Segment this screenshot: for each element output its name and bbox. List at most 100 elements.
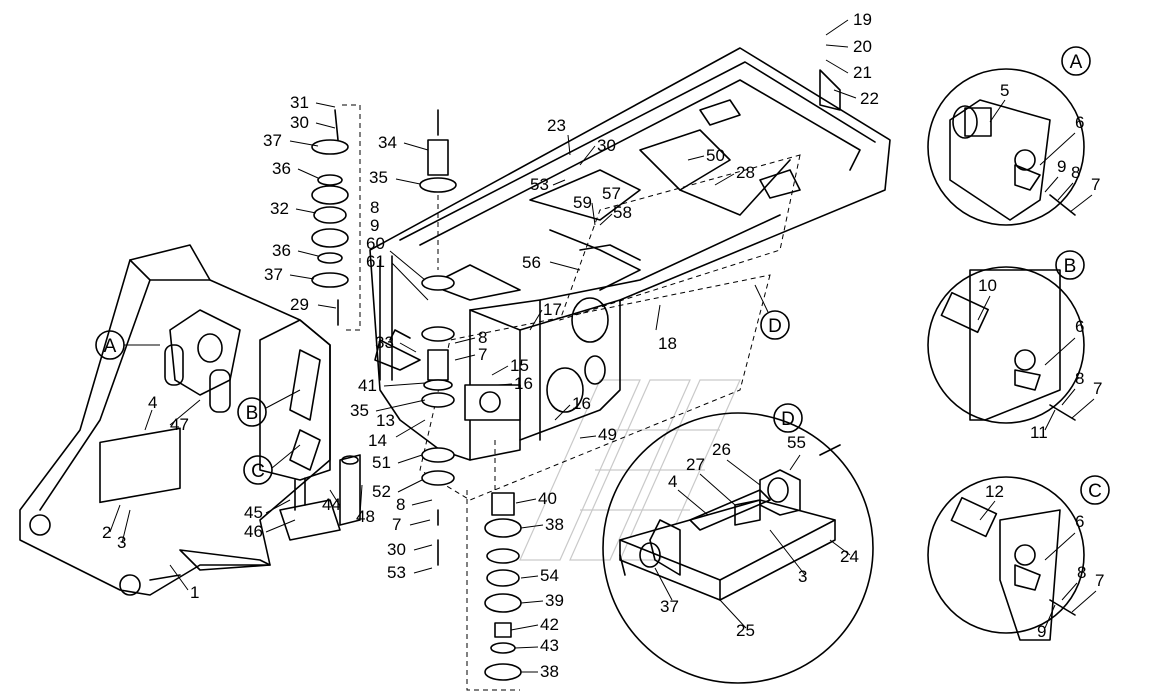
svg-text:59: 59 (573, 193, 592, 212)
svg-text:51: 51 (372, 453, 391, 472)
lower-bracket (279, 454, 361, 541)
svg-text:8: 8 (478, 328, 487, 347)
svg-text:34: 34 (378, 133, 397, 152)
svg-text:C: C (251, 461, 265, 482)
svg-text:19: 19 (853, 10, 872, 29)
callout-d-main: D (754, 284, 790, 340)
callout-b-detail: B (1055, 250, 1085, 280)
svg-text:6: 6 (1075, 512, 1084, 531)
svg-text:54: 54 (540, 566, 559, 585)
svg-text:7: 7 (1095, 571, 1104, 590)
svg-text:32: 32 (270, 199, 289, 218)
detail-d-labels: 4 27 26 55 3 24 37 25 (654, 433, 859, 640)
svg-text:5: 5 (1000, 81, 1009, 100)
right-bearing-stack (466, 440, 522, 691)
svg-text:20: 20 (853, 37, 872, 56)
svg-text:8: 8 (1077, 563, 1086, 582)
svg-text:21: 21 (853, 63, 872, 82)
svg-text:6: 6 (1075, 113, 1084, 132)
detail-circle-a (927, 68, 1085, 226)
svg-text:25: 25 (736, 621, 755, 640)
svg-text:44: 44 (322, 495, 341, 514)
svg-text:48: 48 (356, 507, 375, 526)
svg-text:45: 45 (244, 503, 263, 522)
svg-text:35: 35 (369, 168, 388, 187)
svg-text:37: 37 (660, 597, 679, 616)
svg-text:23: 23 (547, 116, 566, 135)
svg-text:2: 2 (102, 523, 111, 542)
svg-text:30: 30 (387, 540, 406, 559)
svg-text:8: 8 (370, 198, 379, 217)
svg-text:33: 33 (375, 333, 394, 352)
main-frame (369, 47, 891, 461)
center-joint (374, 329, 521, 421)
svg-text:41: 41 (358, 376, 377, 395)
svg-text:24: 24 (840, 547, 859, 566)
svg-text:12: 12 (985, 482, 1004, 501)
svg-text:B: B (246, 403, 259, 424)
svg-text:53: 53 (530, 175, 549, 194)
svg-text:8: 8 (396, 495, 405, 514)
svg-text:31: 31 (290, 93, 309, 112)
svg-text:6: 6 (1075, 317, 1084, 336)
callout-b-main: B (237, 389, 301, 427)
svg-text:1: 1 (190, 583, 199, 602)
svg-text:15: 15 (510, 356, 529, 375)
svg-text:18: 18 (658, 334, 677, 353)
detail-circle-c (927, 476, 1085, 641)
detail-circle-b (927, 266, 1085, 424)
svg-text:35: 35 (350, 401, 369, 420)
callout-a-main: A (95, 330, 160, 360)
svg-text:57: 57 (602, 184, 621, 203)
svg-text:3: 3 (798, 567, 807, 586)
svg-text:27: 27 (686, 455, 705, 474)
svg-text:53: 53 (387, 563, 406, 582)
svg-text:30: 30 (290, 113, 309, 132)
svg-text:D: D (768, 316, 782, 337)
svg-text:60: 60 (366, 234, 385, 253)
svg-text:22: 22 (860, 89, 879, 108)
svg-text:16: 16 (572, 394, 591, 413)
svg-text:39: 39 (545, 591, 564, 610)
svg-text:9: 9 (1057, 157, 1066, 176)
svg-text:7: 7 (478, 345, 487, 364)
boom-arm (19, 244, 331, 596)
svg-text:C: C (1088, 481, 1102, 502)
svg-text:7: 7 (392, 515, 401, 534)
svg-text:38: 38 (545, 515, 564, 534)
svg-text:16: 16 (514, 374, 533, 393)
svg-text:B: B (1064, 256, 1077, 277)
detail-d-outline-upper (559, 154, 801, 321)
svg-text:36: 36 (272, 159, 291, 178)
svg-text:D: D (781, 409, 795, 430)
svg-text:43: 43 (540, 636, 559, 655)
svg-text:58: 58 (613, 203, 632, 222)
leader-lines (109, 19, 857, 673)
svg-text:26: 26 (712, 440, 731, 459)
svg-text:10: 10 (978, 276, 997, 295)
svg-text:42: 42 (540, 615, 559, 634)
detail-c-labels: 12 6 8 7 9 (979, 482, 1104, 641)
svg-text:13: 13 (376, 411, 395, 430)
callout-c-main: C (243, 444, 301, 485)
svg-text:37: 37 (263, 131, 282, 150)
svg-text:30: 30 (597, 136, 616, 155)
detail-b-labels: 10 6 8 7 11 (977, 276, 1102, 442)
svg-text:28: 28 (736, 163, 755, 182)
svg-text:4: 4 (148, 393, 157, 412)
svg-text:49: 49 (598, 425, 617, 444)
left-bearing-stack (311, 104, 361, 331)
svg-text:55: 55 (787, 433, 806, 452)
svg-text:A: A (1070, 52, 1083, 73)
svg-text:38: 38 (540, 662, 559, 681)
svg-text:7: 7 (1091, 175, 1100, 194)
callout-a-detail: A (1061, 46, 1091, 76)
detail-a-labels: 5 6 9 8 7 (989, 81, 1100, 213)
watermark-logo (519, 379, 741, 561)
callout-c-detail: C (1080, 475, 1110, 505)
center-pin-stack (419, 109, 457, 566)
callout-d-detail: D (773, 403, 803, 433)
svg-text:4: 4 (668, 472, 677, 491)
svg-text:8: 8 (1071, 163, 1080, 182)
